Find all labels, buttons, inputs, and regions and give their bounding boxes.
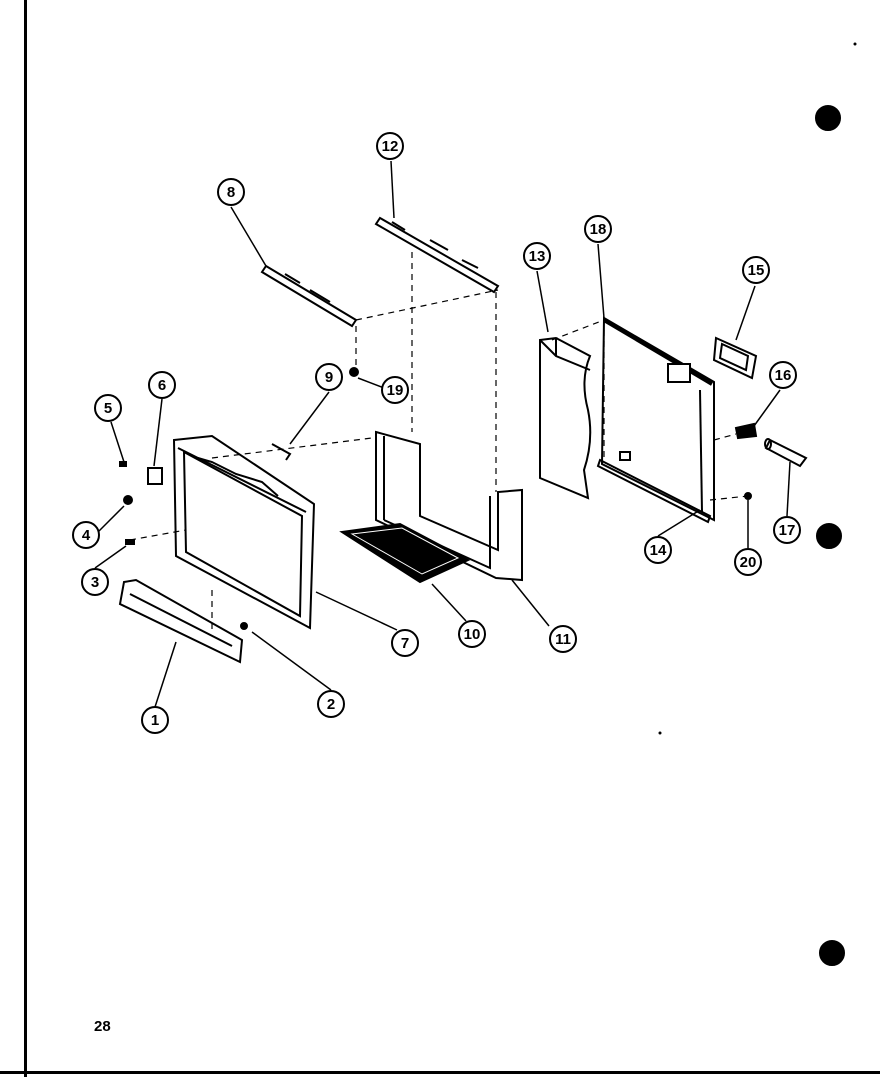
callout-2-label: 2 (327, 696, 335, 713)
callout-14-label: 14 (650, 542, 667, 559)
assembly-guide-lines (129, 252, 749, 630)
part-12-top-panel (374, 216, 500, 294)
part-1-bottom-trim (118, 578, 244, 664)
callout-2: 2 (317, 690, 345, 718)
page-left-edge (24, 0, 27, 1077)
binder-hole-middle (816, 523, 842, 549)
part-17-cylinder (764, 438, 808, 468)
speck (658, 731, 662, 735)
part-16-connector (734, 422, 758, 440)
binder-hole-bottom (819, 940, 845, 966)
callout-8-label: 8 (227, 184, 235, 201)
callout-15-label: 15 (748, 262, 765, 279)
callout-1: 1 (141, 706, 169, 734)
callout-16: 16 (769, 361, 797, 389)
leader-lines (94, 160, 791, 708)
callout-18-label: 18 (590, 221, 607, 238)
part-8-upper-bracket (260, 264, 358, 328)
callout-12-label: 12 (382, 138, 399, 155)
callout-3: 3 (81, 568, 109, 596)
callout-20-label: 20 (740, 554, 757, 571)
callout-16-label: 16 (775, 367, 792, 384)
callout-20: 20 (734, 548, 762, 576)
callout-12: 12 (376, 132, 404, 160)
callout-4: 4 (72, 521, 100, 549)
callout-3-label: 3 (91, 574, 99, 591)
part-4-nut (123, 495, 133, 505)
part-9-clip (271, 443, 292, 461)
callout-10-label: 10 (464, 626, 481, 643)
callout-13: 13 (523, 242, 551, 270)
callout-17-label: 17 (779, 522, 796, 539)
part-14-rear-panel (596, 316, 715, 524)
callout-19-label: 19 (387, 382, 404, 399)
callout-18: 18 (584, 215, 612, 243)
callout-1-label: 1 (151, 712, 159, 729)
callout-14: 14 (644, 536, 672, 564)
part-3-screw (125, 539, 135, 545)
callout-11: 11 (549, 625, 577, 653)
callout-17: 17 (773, 516, 801, 544)
part-19-screw (349, 367, 359, 377)
speck (853, 42, 857, 46)
callout-7: 7 (391, 629, 419, 657)
part-15-gasket (712, 336, 758, 380)
callout-6-label: 6 (158, 377, 166, 394)
binder-hole-top (815, 105, 841, 131)
part-13-insulation-block (539, 336, 592, 500)
callout-5-label: 5 (104, 400, 112, 417)
page-number: 28 (94, 1018, 111, 1035)
callout-9-label: 9 (325, 369, 333, 386)
callout-6: 6 (148, 371, 176, 399)
part-6-control-box (147, 467, 163, 485)
callout-4-label: 4 (82, 527, 91, 544)
part-2-screw (240, 622, 248, 630)
part-7-door-frame (172, 434, 316, 630)
callout-10: 10 (458, 620, 486, 648)
page-bottom-edge (0, 1071, 880, 1074)
callout-5: 5 (94, 394, 122, 422)
callout-7-label: 7 (401, 635, 409, 652)
callout-11-label: 11 (555, 631, 571, 648)
callout-13-label: 13 (529, 248, 546, 265)
part-10-grille (339, 522, 471, 584)
callout-15: 15 (742, 256, 770, 284)
callout-8: 8 (217, 178, 245, 206)
part-5-screw (119, 461, 127, 467)
callout-19: 19 (381, 376, 409, 404)
callout-9: 9 (315, 363, 343, 391)
